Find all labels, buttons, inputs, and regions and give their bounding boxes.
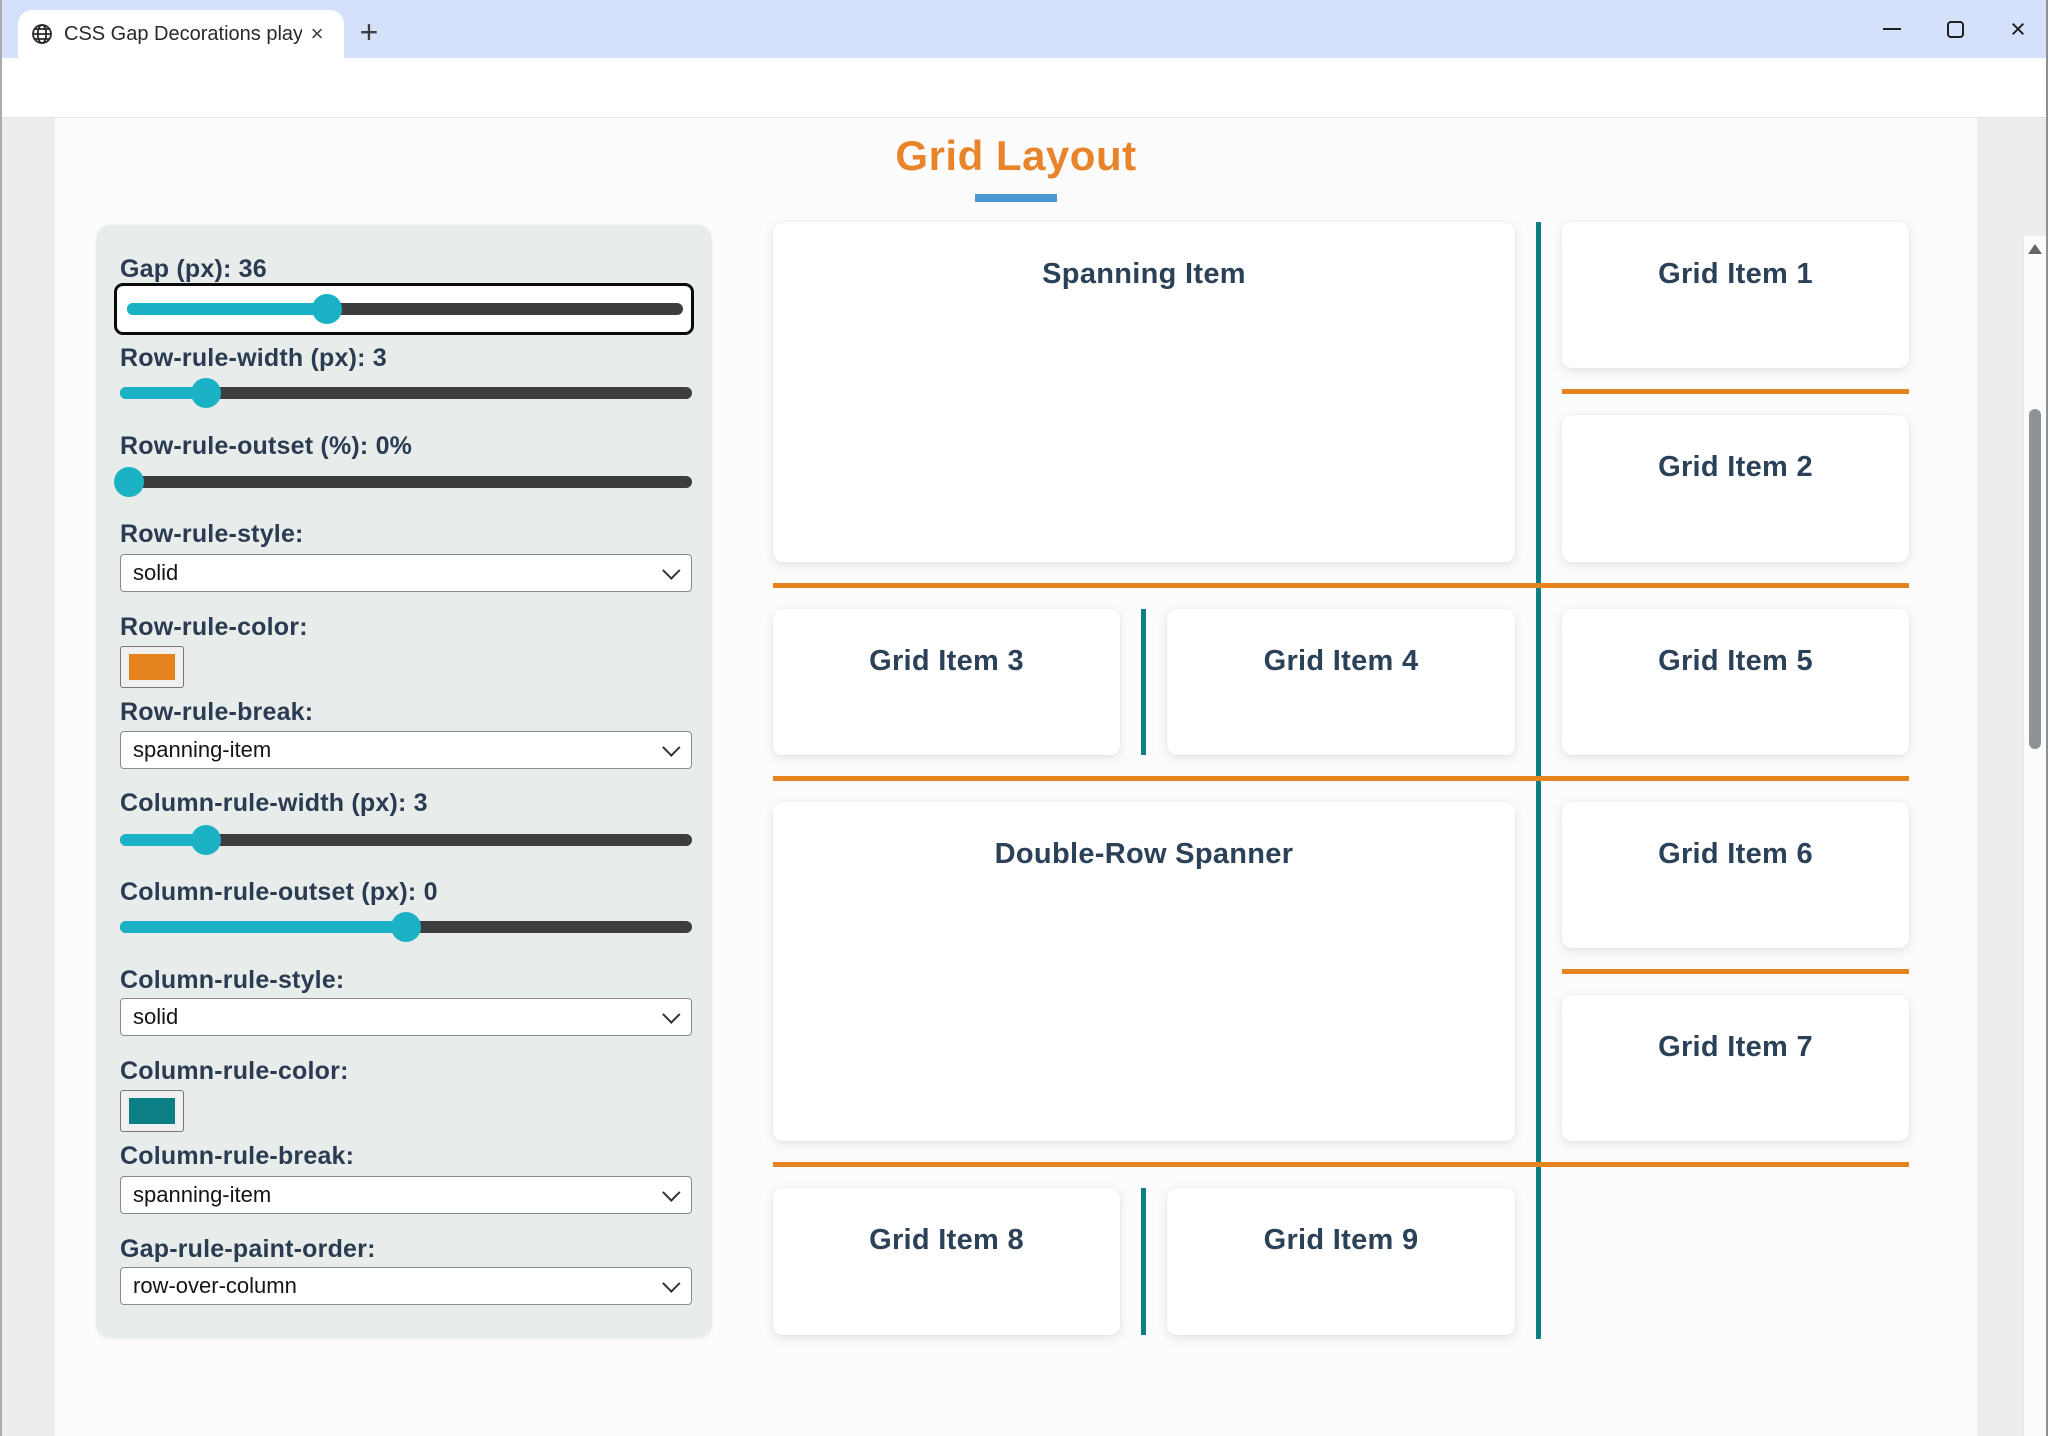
title-underline: [975, 194, 1057, 202]
chevron-down-icon: [662, 737, 681, 757]
slider-fill: [120, 912, 421, 942]
column-rule-outset-slider[interactable]: [120, 912, 692, 942]
slider-thumb[interactable]: [190, 825, 221, 855]
grid-card-9: Grid Item 9: [1167, 1188, 1515, 1335]
slider-fill: [120, 825, 221, 855]
column-rule-color-label: Column-rule-color:: [120, 1057, 349, 1085]
color-swatch: [129, 654, 175, 680]
browser-toolbar: ← → ↻ microsoftedge.github.io/Demos/css-…: [2, 58, 2046, 169]
row-rule-color-label: Row-rule-color:: [120, 613, 308, 641]
page-content: Grid Layout Gap (px): 36 Row-rule-width …: [55, 118, 1977, 1436]
row-rule-width-label: Row-rule-width (px): 3: [120, 344, 387, 372]
gap-label: Gap (px): 36: [120, 255, 267, 283]
slider-thumb[interactable]: [113, 467, 144, 497]
grid-card-3: Grid Item 3: [773, 609, 1120, 755]
column-rule-width-label: Column-rule-width (px): 3: [120, 789, 428, 817]
grid-card-5: Grid Item 5: [1562, 609, 1909, 755]
row-rule-break-select[interactable]: spanning-item: [120, 731, 692, 769]
new-tab-button[interactable]: +: [359, 14, 379, 50]
select-value: row-over-column: [133, 1273, 297, 1298]
chevron-down-icon: [662, 1182, 681, 1202]
row-rule: [773, 1162, 1909, 1167]
grid-card-double-row-spanner: Double-Row Spanner: [773, 802, 1515, 1141]
window-close-button[interactable]: ×: [2010, 13, 2026, 44]
slider-thumb[interactable]: [391, 912, 421, 942]
select-value: spanning-item: [133, 737, 272, 762]
chevron-down-icon: [662, 1004, 681, 1024]
slider-track: [120, 387, 692, 399]
chevron-down-icon: [662, 560, 681, 580]
browser-tab[interactable]: CSS Gap Decorations playgroun ×: [18, 10, 344, 58]
row-rule-break-label: Row-rule-break:: [120, 698, 314, 726]
page-scrollbar[interactable]: [2023, 236, 2046, 1436]
slider-track: [120, 834, 692, 846]
row-rule: [1562, 969, 1909, 974]
page-background: Grid Layout Gap (px): 36 Row-rule-width …: [2, 118, 2046, 1436]
slider-thumb[interactable]: [312, 294, 343, 324]
slider-thumb[interactable]: [190, 378, 221, 408]
gap-rule-paint-order-label: Gap-rule-paint-order:: [120, 1235, 376, 1263]
row-rule-outset-slider[interactable]: [113, 467, 692, 497]
grid-card-2: Grid Item 2: [1562, 415, 1909, 562]
select-value: solid: [133, 1004, 179, 1029]
controls-panel: Gap (px): 36 Row-rule-width (px): 3 Row-…: [96, 225, 712, 1338]
grid-demo: Spanning Item Grid Item 1 Grid Item 2 Gr…: [773, 222, 1909, 1339]
grid-card-4: Grid Item 4: [1167, 609, 1515, 755]
row-rule-outset-label: Row-rule-outset (%): 0%: [120, 432, 413, 460]
column-rule-style-select[interactable]: solid: [120, 998, 692, 1036]
row-rule-style-select[interactable]: solid: [120, 554, 692, 592]
column-rule: [1141, 609, 1146, 755]
grid-card-spanning-item: Spanning Item: [773, 222, 1515, 562]
scroll-up-arrow-icon[interactable]: [2028, 244, 2042, 254]
tab-favicon-globe-icon: [30, 22, 54, 46]
slider-fill: [120, 378, 221, 408]
column-rule-outset-label: Column-rule-outset (px): 0: [120, 878, 438, 906]
row-rule-width-slider[interactable]: [120, 378, 692, 408]
gap-slider[interactable]: [114, 283, 694, 335]
select-value: spanning-item: [133, 1182, 272, 1207]
tab-close-button[interactable]: ×: [310, 21, 324, 46]
column-rule-break-select[interactable]: spanning-item: [120, 1176, 692, 1214]
row-rule-color-picker[interactable]: [120, 646, 184, 688]
scrollbar-thumb[interactable]: [2029, 409, 2041, 749]
browser-titlebar: CSS Gap Decorations playgroun × + ×: [2, 0, 2046, 58]
slider-fill: [127, 294, 343, 324]
column-rule-break-label: Column-rule-break:: [120, 1142, 355, 1170]
row-rule: [773, 776, 1909, 781]
slider-track: [120, 476, 692, 488]
column-rule-style-label: Column-rule-style:: [120, 966, 345, 994]
tab-title: CSS Gap Decorations playgroun: [64, 22, 302, 45]
row-rule-style-label: Row-rule-style:: [120, 520, 304, 548]
grid-card-1: Grid Item 1: [1562, 222, 1909, 368]
row-rule: [773, 583, 1909, 588]
color-swatch: [129, 1098, 175, 1124]
column-rule-color-picker[interactable]: [120, 1090, 184, 1132]
grid-card-7: Grid Item 7: [1562, 995, 1909, 1141]
grid-card-8: Grid Item 8: [773, 1188, 1120, 1335]
window-minimize-button[interactable]: [1861, 0, 1923, 58]
slider-fill: [113, 467, 144, 497]
window-maximize-button[interactable]: [1924, 0, 1986, 58]
page-title: Grid Layout: [895, 132, 1137, 179]
row-rule: [1562, 389, 1909, 394]
column-rule-width-slider[interactable]: [120, 825, 692, 855]
gap-rule-paint-order-select[interactable]: row-over-column: [120, 1267, 692, 1305]
chevron-down-icon: [662, 1273, 681, 1293]
grid-card-6: Grid Item 6: [1562, 802, 1909, 948]
select-value: solid: [133, 560, 179, 585]
column-rule: [1141, 1188, 1146, 1335]
